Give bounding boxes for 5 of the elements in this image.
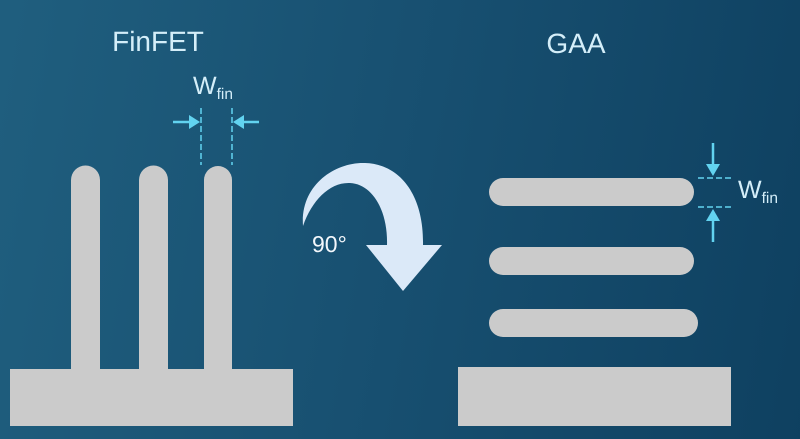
structure-title: GAA <box>546 30 606 58</box>
angle-label: 90° <box>312 233 347 256</box>
structure-title: FinFET <box>112 28 204 56</box>
dimension-label: W$_{fin}$ <box>193 74 233 99</box>
dimension-label: W$_{fin}$ <box>738 178 778 203</box>
